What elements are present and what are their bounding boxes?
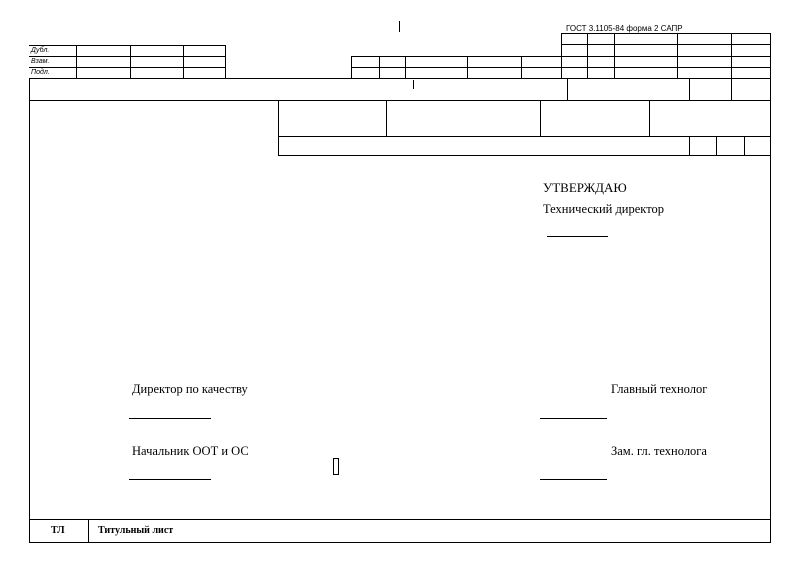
signature-line-chief-technologist [540, 418, 607, 419]
stamp-label-podl: Подл. [31, 69, 50, 76]
signatory-deputy-technologist: Зам. гл. технолога [611, 444, 707, 458]
marker-line [399, 21, 400, 32]
signature-line-deputy-technologist [540, 479, 607, 480]
signature-line-quality-director [129, 418, 211, 419]
signatory-oot-head: Начальник ООТ и ОС [132, 444, 249, 458]
signatory-chief-technologist: Главный технолог [611, 382, 708, 396]
footer-code: ТЛ [51, 525, 65, 536]
text-cursor-box[interactable] [333, 458, 339, 475]
footer-title: Титульный лист [98, 525, 174, 536]
signatory-quality-director: Директор по качеству [132, 382, 248, 396]
approval-position: Технический директор [543, 202, 664, 216]
signature-line-oot-head [129, 479, 211, 480]
standard-label: ГОСТ 3.1105-84 форма 2 САПР [566, 24, 683, 33]
approval-heading: УТВЕРЖДАЮ [543, 180, 627, 195]
stamp-label-vzam: Взам. [31, 58, 50, 65]
stamp-label-dubl: Дубл. [31, 47, 50, 54]
approval-signature-line [547, 236, 608, 237]
marker-line [413, 80, 414, 89]
